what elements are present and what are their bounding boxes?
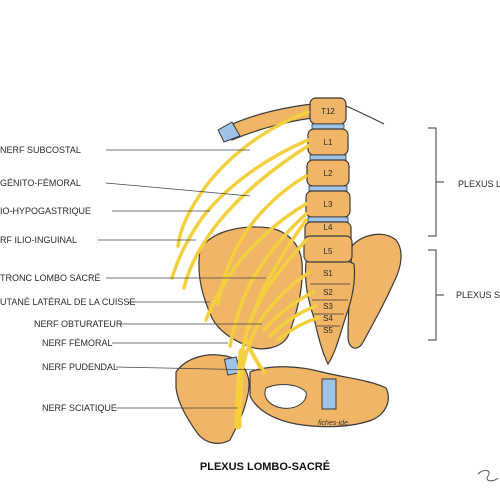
group-plexus-lombaire: PLEXUS L <box>458 179 500 189</box>
signature-mark <box>477 469 499 482</box>
vertebra-l2: L2 <box>324 169 333 178</box>
label-obturateur: NERF OBTURATEUR <box>34 319 123 329</box>
vertebra-s3: S3 <box>323 302 333 311</box>
vertebra-t12: T12 <box>321 107 335 116</box>
disc-4 <box>307 216 349 223</box>
vertebra-l5: L5 <box>324 247 333 256</box>
ilium-right <box>347 233 402 349</box>
disc-3 <box>308 185 348 192</box>
nerve-fibers <box>170 110 320 372</box>
vertebra-s1: S1 <box>323 269 333 278</box>
label-ilio-hypo: IO-HYPOGASTRIQUE <box>0 206 91 216</box>
nerve-ilio-hypogastric <box>170 138 310 280</box>
vertebra-l1: L1 <box>324 138 333 147</box>
nerve-subcostal <box>176 110 310 248</box>
label-genito: GÉNITO-FÉMORAL <box>0 178 81 188</box>
rib-right <box>345 105 385 125</box>
label-subcostal: NERF SUBCOSTAL <box>0 145 81 155</box>
bracket-sacre <box>428 249 444 341</box>
nerve-ilio-inguinal <box>182 144 310 290</box>
bracket-lombaire <box>428 127 444 237</box>
label-tronc: TRONC LOMBO SACRÉ <box>0 273 101 283</box>
vertebra-s4: S4 <box>323 314 333 323</box>
vertebra-s5: S5 <box>323 326 333 335</box>
credit: fiches-ide <box>318 420 348 427</box>
nerve-femoral <box>228 212 308 348</box>
disc-2 <box>309 154 347 161</box>
label-cutane: UTANÉ LATÉRAL DE LA CUISSE <box>0 297 135 307</box>
diagram-title: PLEXUS LOMBO-SACRÉ <box>200 460 330 473</box>
vertebra-body-l5 <box>303 235 353 263</box>
nerve-pudendal <box>244 338 266 374</box>
vertebra-l3: L3 <box>324 200 333 209</box>
vertebra-l4: L4 <box>324 223 333 232</box>
sciatic-trunk <box>234 348 246 430</box>
label-ilio-ing: RF ILIO-INGUINAL <box>0 235 77 245</box>
group-plexus-sacre: PLEXUS SA <box>456 290 500 300</box>
pubic-cartilage <box>321 378 337 410</box>
label-femoral: NERF FÉMORAL <box>42 338 113 348</box>
nerve-sacral-1 <box>240 270 312 372</box>
pelvis-lower-right <box>249 366 389 428</box>
nerve-sacral-3 <box>268 304 318 338</box>
label-pudendal: NERF PUDENDAL <box>42 362 118 372</box>
label-sciatique: NERF SCIATIQUE <box>42 403 117 413</box>
pubic-hole <box>264 384 307 409</box>
nerve-cutaneous-lateral <box>204 202 308 322</box>
nerve-sacral-2 <box>262 290 316 332</box>
nerve-sacral-4 <box>276 316 320 342</box>
pudendal-trunk <box>244 338 266 374</box>
disc-1 <box>311 123 345 130</box>
sacrum <box>304 258 356 366</box>
leader-lines <box>98 149 266 409</box>
rib-cartilage <box>217 121 241 143</box>
leader-genito <box>105 182 251 197</box>
leader-pudendal <box>115 366 263 371</box>
nerve-tronc <box>240 238 308 354</box>
nerve-sciatic <box>234 348 246 430</box>
vertebra-s2: S2 <box>323 288 333 297</box>
